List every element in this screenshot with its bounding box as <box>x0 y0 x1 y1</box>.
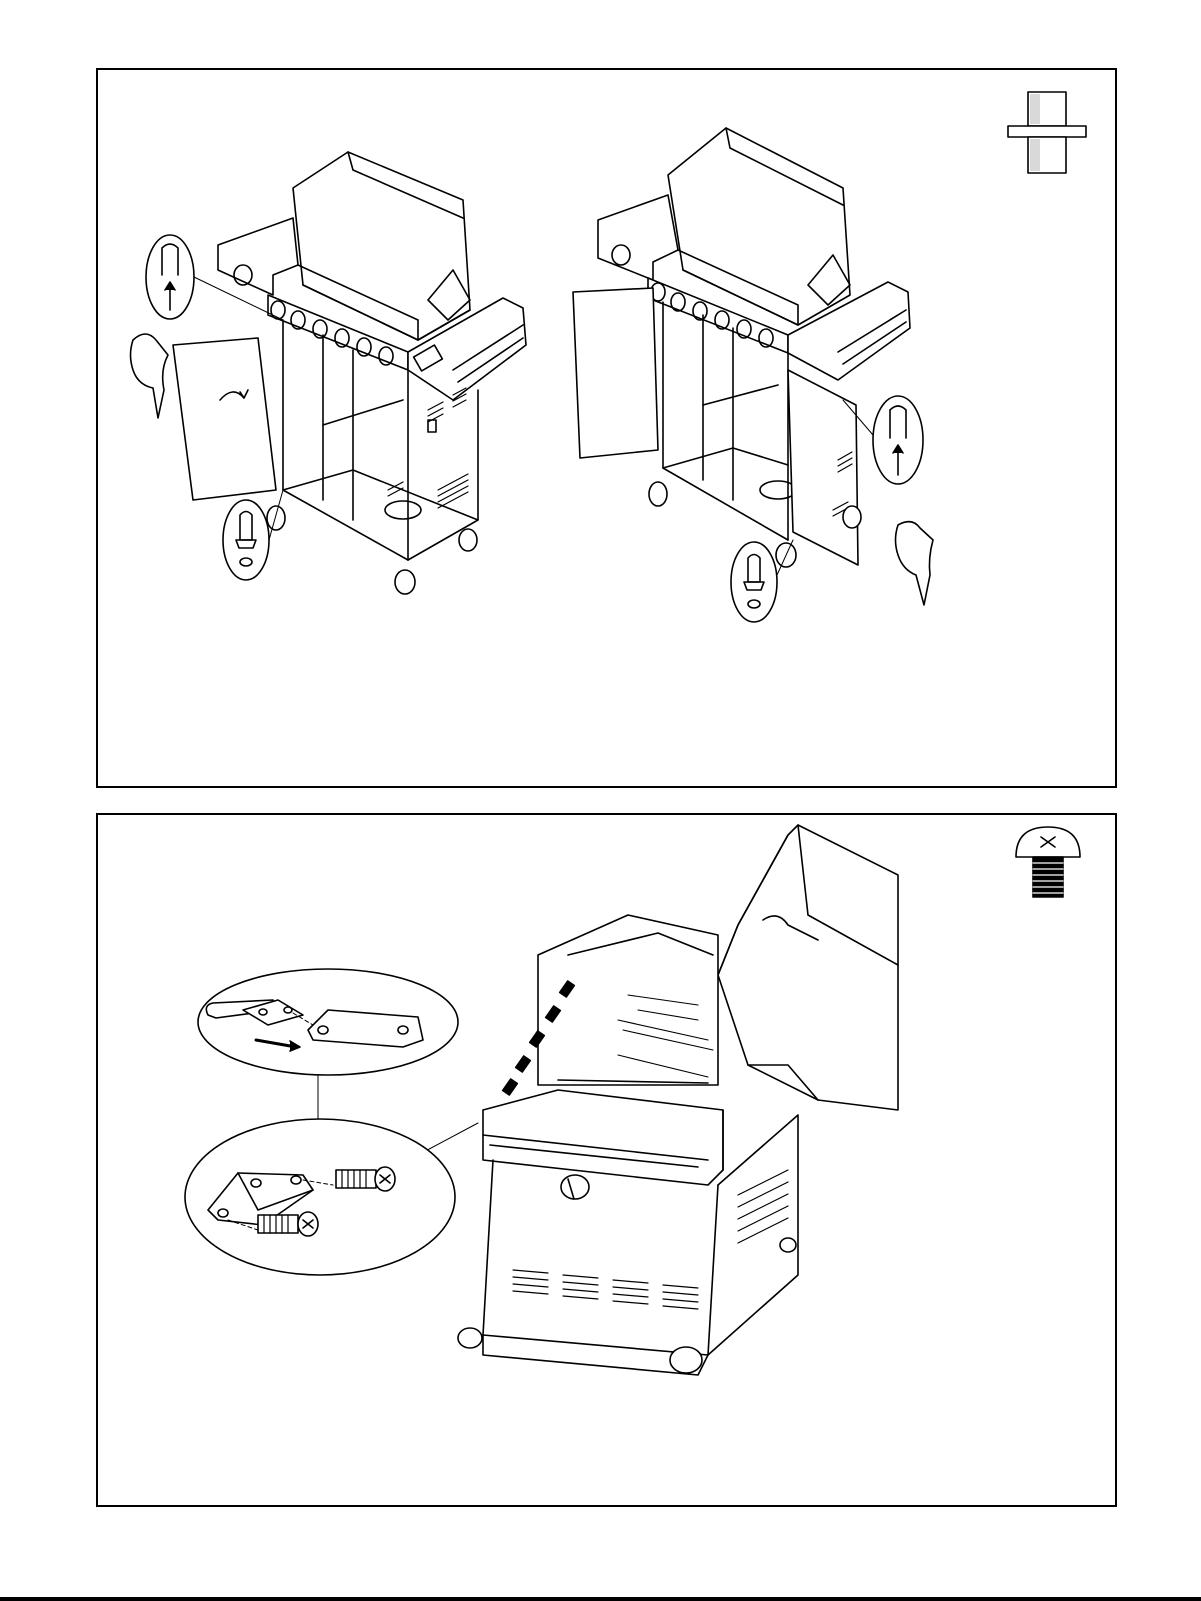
page-bottom-rule <box>0 1597 1201 1601</box>
grill-left-view <box>131 152 527 594</box>
grill-side-view <box>318 825 898 1375</box>
hand-icon-right <box>896 522 934 605</box>
right-door-panel <box>788 370 858 565</box>
cabinet-vents <box>388 388 468 508</box>
side-shelf-assembly-illustration <box>98 815 1115 1505</box>
grill-wheels-side <box>458 1238 796 1373</box>
hinge-pin-icon <box>1008 92 1086 173</box>
grill-right-view <box>573 128 933 622</box>
screw-icon <box>1016 827 1080 897</box>
door-assembly-illustration <box>98 70 1115 786</box>
hinge-callout-bottom <box>223 490 283 580</box>
bracket-callout <box>198 969 458 1075</box>
right-view-left-door <box>573 288 658 458</box>
screw-callout <box>185 1119 455 1275</box>
cabinet-vents-side <box>513 1170 788 1309</box>
assembly-step-panel-doors <box>96 68 1117 788</box>
grill-wheels <box>267 506 477 594</box>
left-door-panel <box>173 338 276 500</box>
assembly-step-panel-side-shelf <box>96 813 1117 1507</box>
hand-icon <box>131 334 169 418</box>
side-shelf <box>483 1090 723 1185</box>
